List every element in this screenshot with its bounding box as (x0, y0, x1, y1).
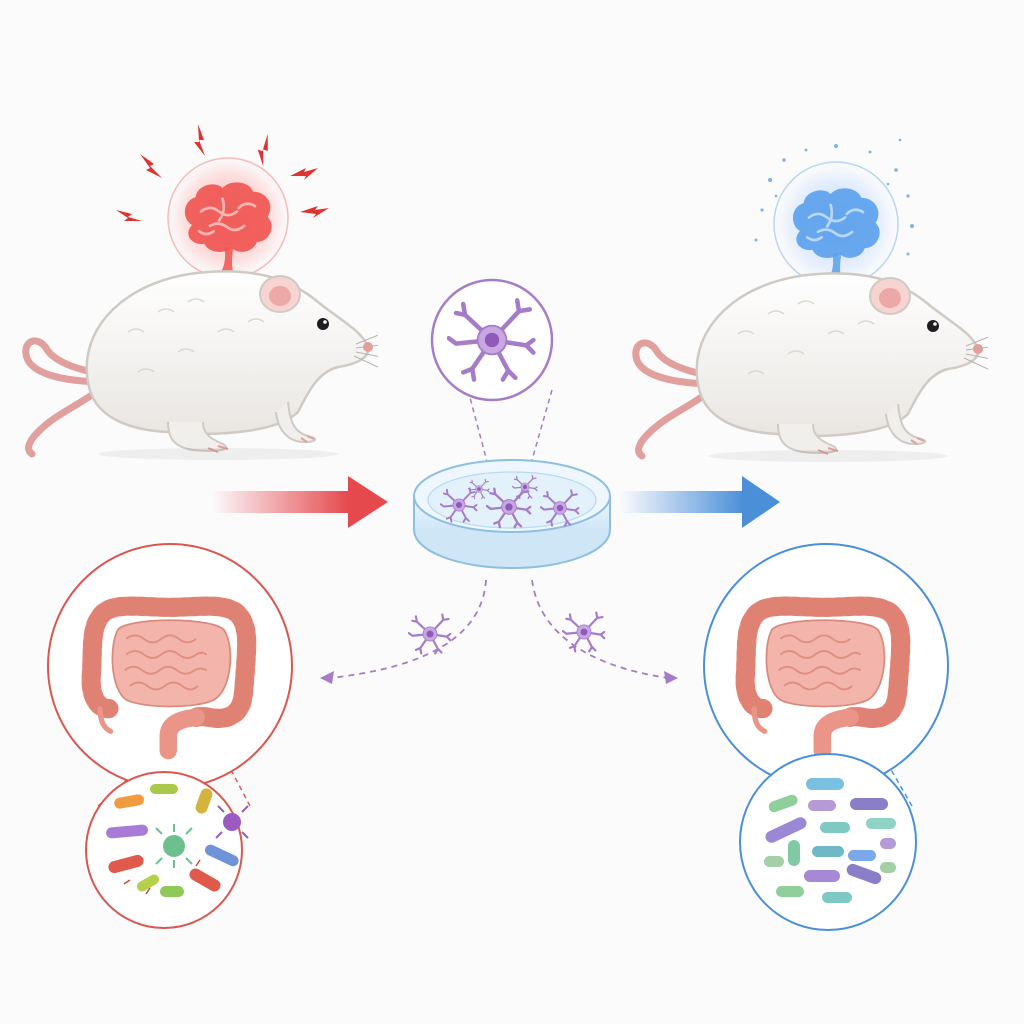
healthy-rat-icon (636, 273, 998, 462)
inflammation-bolts-icon (116, 124, 329, 221)
migrating-cell-right (562, 611, 606, 653)
right-arrow (620, 476, 780, 528)
migrating-cell-left (408, 613, 452, 655)
dysbiotic-bacteria-icon (85, 771, 249, 929)
balanced-bacteria-icon (739, 753, 917, 931)
healthy-rat-group (636, 138, 998, 462)
stressed-rat-group (26, 124, 388, 460)
stressed-rat-icon (26, 271, 388, 460)
inflamed-gut-callout (47, 543, 293, 807)
migration-path-right (531, 579, 678, 684)
petri-dish-icon (413, 459, 611, 569)
migration-path-left (320, 579, 487, 684)
left-arrow (212, 476, 388, 528)
cell-zoom-callout (430, 278, 554, 489)
calm-particles-icon (754, 138, 914, 256)
